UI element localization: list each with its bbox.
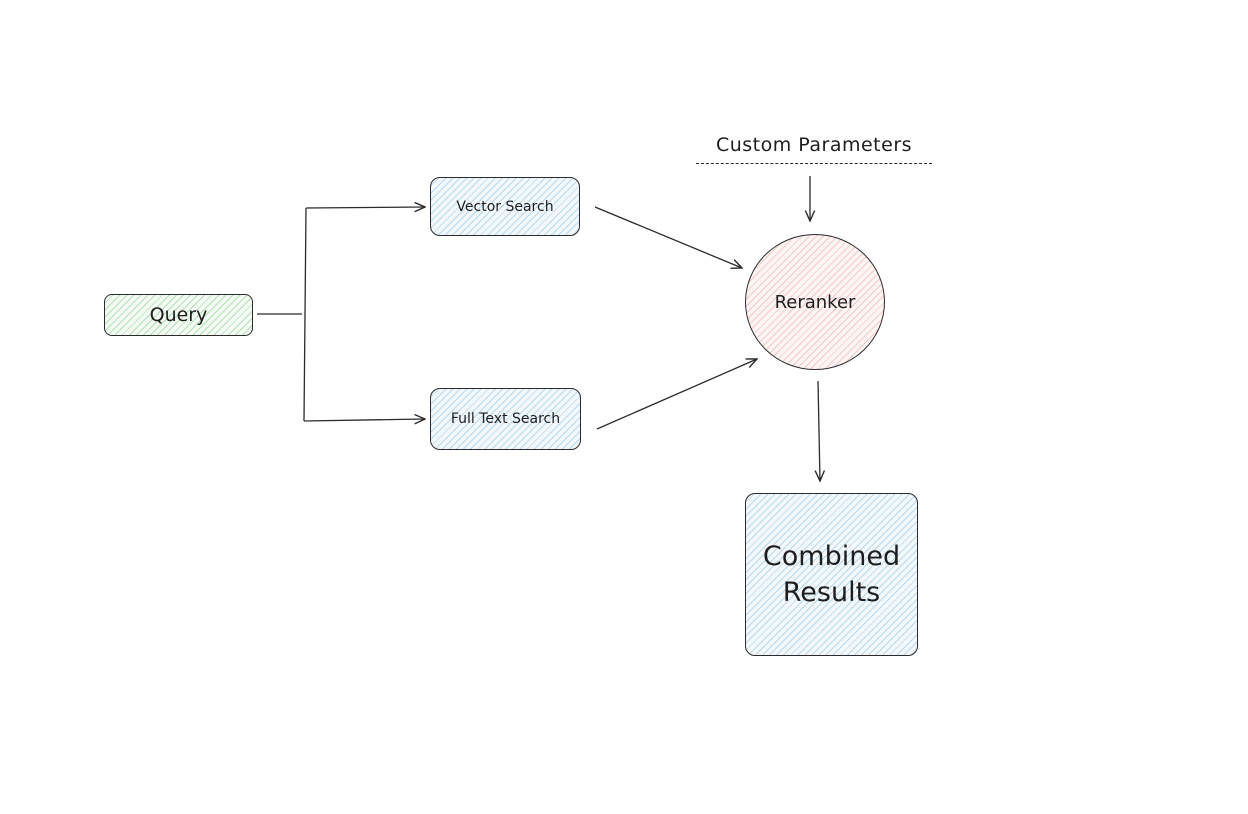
arrow-reranker-to-combined-results (818, 380, 820, 481)
custom-parameters-label: Custom Parameters (696, 134, 932, 164)
full-text-search-node-label: Full Text Search (450, 411, 561, 427)
combined-results-node-label: Combined Results (762, 541, 901, 608)
vector-search-node: Vector Search (430, 177, 580, 236)
vector-search-node-label: Vector Search (456, 198, 554, 215)
combined-results-node: Combined Results (745, 493, 918, 656)
arrow-query-to-vector-search (305, 207, 425, 208)
query-node: Query (104, 294, 253, 336)
arrow-full-text-search-to-reranker (596, 359, 757, 430)
full-text-search-node: Full Text Search (430, 388, 581, 450)
query-branch-line (303, 207, 307, 422)
query-node-label: Query (149, 304, 208, 326)
reranker-node: Reranker (745, 234, 885, 370)
arrow-query-to-full-text-search (303, 419, 425, 421)
reranker-node-label: Reranker (774, 291, 856, 313)
arrow-vector-search-to-reranker (594, 206, 742, 268)
